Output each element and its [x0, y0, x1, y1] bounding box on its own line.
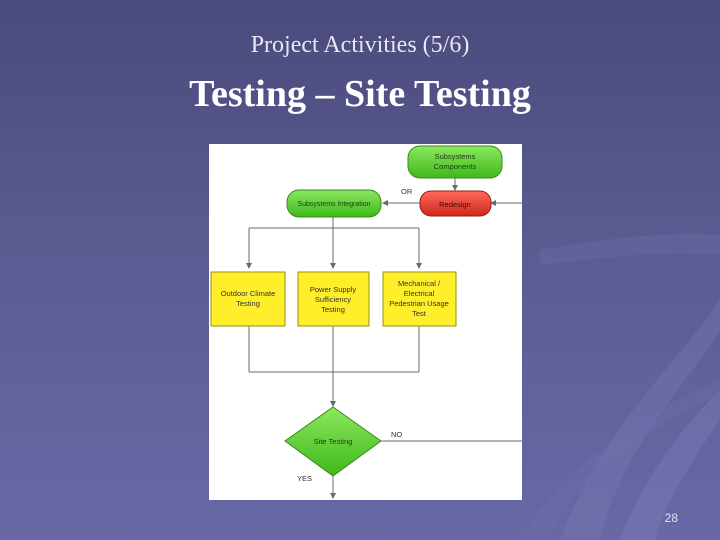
flowchart-diagram: Subsystems Components OR Subsystems Inte…	[210, 145, 522, 499]
slide-subtitle: Project Activities (5/6)	[250, 32, 470, 58]
node-label: Redesign	[439, 200, 471, 209]
connector-lines	[246, 178, 522, 499]
node-label: Mechanical /	[398, 279, 441, 288]
node-label: Testing	[321, 305, 345, 314]
node-label: Subsystems Integration	[297, 201, 370, 208]
node-label: Power Supply	[310, 285, 357, 294]
label-no: NO	[391, 430, 402, 439]
label-yes: YES	[297, 474, 312, 483]
node-label: Pedestrian Usage	[389, 299, 449, 308]
node-label: Testing	[236, 299, 260, 308]
page-number: 28	[664, 511, 678, 525]
node-subsystems-integration: Subsystems Integration	[286, 189, 382, 218]
node-mechanical-electrical-test: Mechanical / Electrical Pedestrian Usage…	[382, 271, 457, 327]
node-label: Sufficiency	[315, 295, 351, 304]
slide-title: Testing – Site Testing	[189, 73, 531, 115]
node-label: Outdoor Climate	[221, 289, 276, 298]
node-label: Test	[412, 309, 427, 318]
node-label: Components	[434, 162, 477, 171]
node-outdoor-climate-testing: Outdoor Climate Testing	[210, 271, 286, 327]
node-label: Site Testing	[314, 437, 353, 446]
node-label: Electrical	[404, 289, 435, 298]
flowchart-figure: Subsystems Components OR Subsystems Inte…	[209, 144, 522, 500]
node-redesign: Redesign	[419, 190, 492, 217]
node-label: Subsystems	[435, 152, 476, 161]
node-power-supply-testing: Power Supply Sufficiency Testing	[297, 271, 370, 327]
label-or: OR	[401, 187, 413, 196]
node-site-testing-decision: Site Testing	[284, 406, 382, 477]
node-subsystems-components: Subsystems Components	[407, 145, 503, 179]
